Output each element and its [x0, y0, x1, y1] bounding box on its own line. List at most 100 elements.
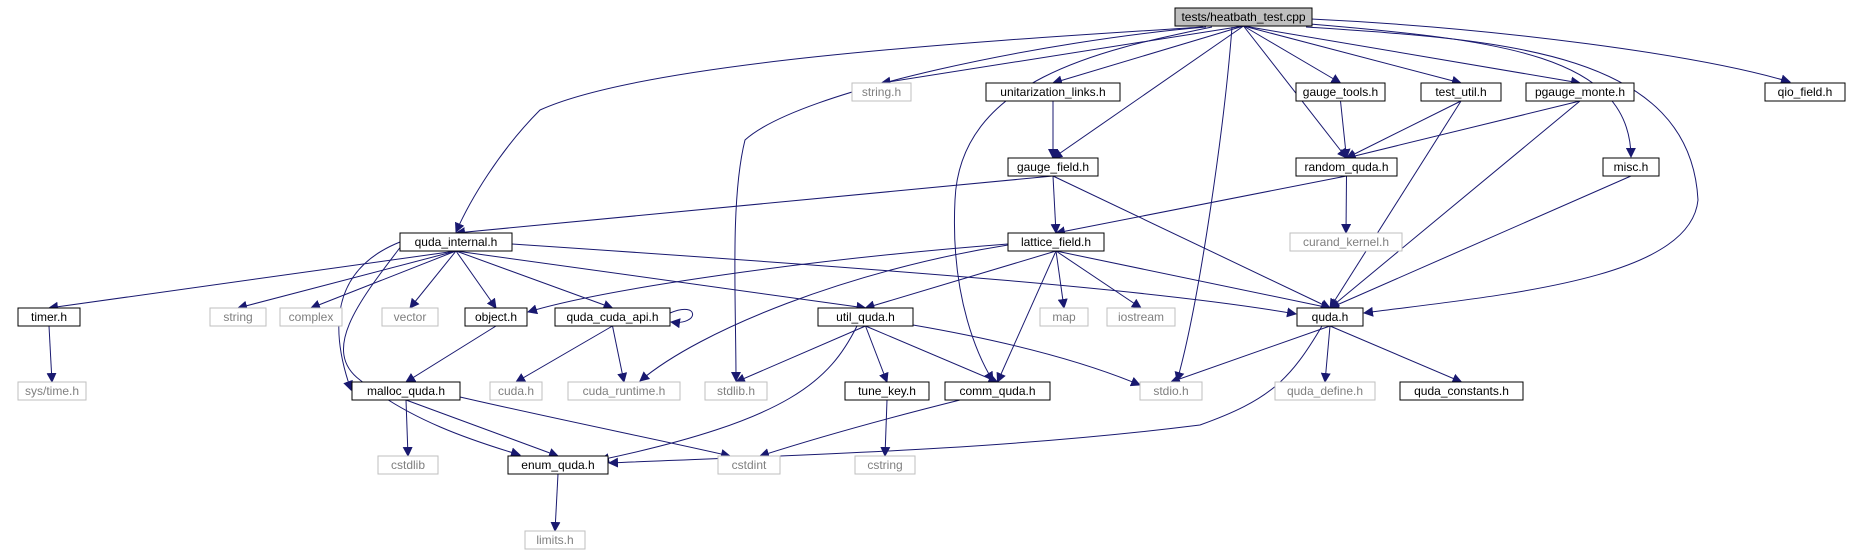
node-malloc-quda[interactable]: malloc_quda.h — [351, 381, 461, 401]
edge-root-to-gauge_field — [1052, 25, 1244, 159]
node-cstring: cstring — [854, 455, 916, 475]
node-quda-define: quda_define.h — [1274, 381, 1376, 401]
node-label: map — [1052, 310, 1076, 324]
node-label: gauge_tools.h — [1303, 85, 1378, 99]
node-box — [1420, 82, 1502, 102]
node-box — [1106, 307, 1176, 327]
node-quda-cuda-api[interactable]: quda_cuda_api.h — [554, 307, 671, 327]
node-box — [1525, 82, 1635, 102]
node-label: cuda.h — [498, 384, 534, 398]
edge-test_util-to-random_quda — [1345, 100, 1462, 159]
edge-comm_quda-to-cstdint — [759, 399, 961, 459]
edge-gauge_field-to-quda_internal — [455, 175, 1054, 238]
edge-random_quda-to-lattice_field — [1055, 175, 1347, 237]
edge-timer-to-sys_time — [46, 325, 57, 383]
node-box — [17, 381, 87, 401]
edge-quda_internal-to-quda — [511, 243, 1297, 318]
node-box — [1296, 307, 1364, 327]
node-label: stdlib.h — [717, 384, 755, 398]
edge-root-to-string_h — [880, 25, 1244, 87]
node-box — [817, 307, 914, 327]
edge-test_util-to-quda — [1329, 100, 1462, 309]
node-box — [717, 455, 781, 475]
edge-quda_cuda_api-to-cuda_runtime — [612, 325, 628, 383]
node-label: cstring — [867, 458, 902, 472]
node-box — [1295, 82, 1386, 102]
node-sys-time: sys/time.h — [17, 381, 87, 401]
edge-lattice_field-to-object — [527, 243, 1009, 315]
node-quda-constants[interactable]: quda_constants.h — [1399, 381, 1524, 401]
node-label: iostream — [1118, 310, 1164, 324]
edge-quda_internal-to-string — [237, 250, 457, 311]
node-label: timer.h — [31, 310, 67, 324]
node-curand-kernel: curand_kernel.h — [1289, 232, 1403, 252]
edge-gauge_field-to-quda — [1052, 175, 1331, 309]
node-label: random_quda.h — [1304, 160, 1388, 174]
node-box — [1039, 307, 1089, 327]
node-enum-quda[interactable]: enum_quda.h — [507, 455, 609, 475]
node-label: vector — [394, 310, 427, 324]
node-unitarization[interactable]: unitarization_links.h — [985, 82, 1121, 102]
node-quda[interactable]: quda.h — [1296, 307, 1364, 327]
node-label: enum_quda.h — [521, 458, 594, 472]
node-gauge-field[interactable]: gauge_field.h — [1007, 157, 1099, 177]
node-box — [464, 307, 528, 327]
node-box — [851, 82, 912, 102]
node-box — [279, 307, 343, 327]
edge-quda_internal-to-complex — [310, 250, 457, 310]
edge-root-to-unitarization — [1052, 25, 1244, 86]
node-label: string.h — [862, 85, 901, 99]
node-label: quda_constants.h — [1414, 384, 1509, 398]
edge-root-to-test_util — [1243, 25, 1462, 86]
node-test-util[interactable]: test_util.h — [1420, 82, 1502, 102]
node-box — [209, 307, 267, 327]
edge-util_quda-to-comm_quda — [865, 325, 999, 384]
edge-pgauge_monte-to-random_quda — [1345, 100, 1581, 161]
node-box — [377, 455, 439, 475]
node-box — [1295, 157, 1398, 177]
node-label: util_quda.h — [836, 310, 895, 324]
node-timer[interactable]: timer.h — [17, 307, 81, 327]
node-box — [1274, 381, 1376, 401]
node-box — [399, 232, 513, 252]
node-box — [381, 307, 439, 327]
node-label: quda_internal.h — [415, 235, 498, 249]
edge-util_quda-to-tune_key — [865, 325, 889, 383]
edge-quda_internal-to-enum_quda — [342, 244, 521, 458]
node-box — [351, 381, 461, 401]
node-misc[interactable]: misc.h — [1602, 157, 1660, 177]
node-iostream: iostream — [1106, 307, 1176, 327]
edge-quda-to-stdio — [1170, 325, 1331, 384]
node-root[interactable]: tests/heatbath_test.cpp — [1174, 7, 1313, 27]
node-gauge-tools[interactable]: gauge_tools.h — [1295, 82, 1386, 102]
node-label: gauge_field.h — [1017, 160, 1089, 174]
node-string: string — [209, 307, 267, 327]
node-box — [854, 455, 916, 475]
edge-root-to-stdlib — [730, 26, 1207, 382]
node-label: object.h — [475, 310, 517, 324]
node-object[interactable]: object.h — [464, 307, 528, 327]
node-comm-quda[interactable]: comm_quda.h — [944, 381, 1051, 401]
node-label: complex — [289, 310, 334, 324]
edge-random_quda-to-curand_kernel — [1341, 175, 1352, 234]
edge-quda_internal-to-malloc_quda — [338, 241, 401, 391]
edge-lattice_field-to-map — [1055, 250, 1068, 309]
node-box — [985, 82, 1121, 102]
edge-root-to-stdio — [1174, 26, 1233, 382]
node-pgauge-monte[interactable]: pgauge_monte.h — [1525, 82, 1635, 102]
node-quda-internal[interactable]: quda_internal.h — [399, 232, 513, 252]
node-lattice-field[interactable]: lattice_field.h — [1007, 232, 1105, 252]
node-box — [489, 381, 543, 401]
node-label: pgauge_monte.h — [1535, 85, 1625, 99]
node-qio-field[interactable]: qio_field.h — [1764, 82, 1846, 102]
node-label: test_util.h — [1435, 85, 1486, 99]
node-tune-key[interactable]: tune_key.h — [844, 381, 930, 401]
node-random-quda[interactable]: random_quda.h — [1295, 157, 1398, 177]
node-box — [1007, 157, 1099, 177]
node-box — [1602, 157, 1660, 177]
edge-lattice_field-to-iostream — [1055, 250, 1142, 309]
node-util-quda[interactable]: util_quda.h — [817, 307, 914, 327]
node-cstdint: cstdint — [717, 455, 781, 475]
edge-quda_cuda_api-to-quda_cuda_api — [669, 308, 694, 329]
